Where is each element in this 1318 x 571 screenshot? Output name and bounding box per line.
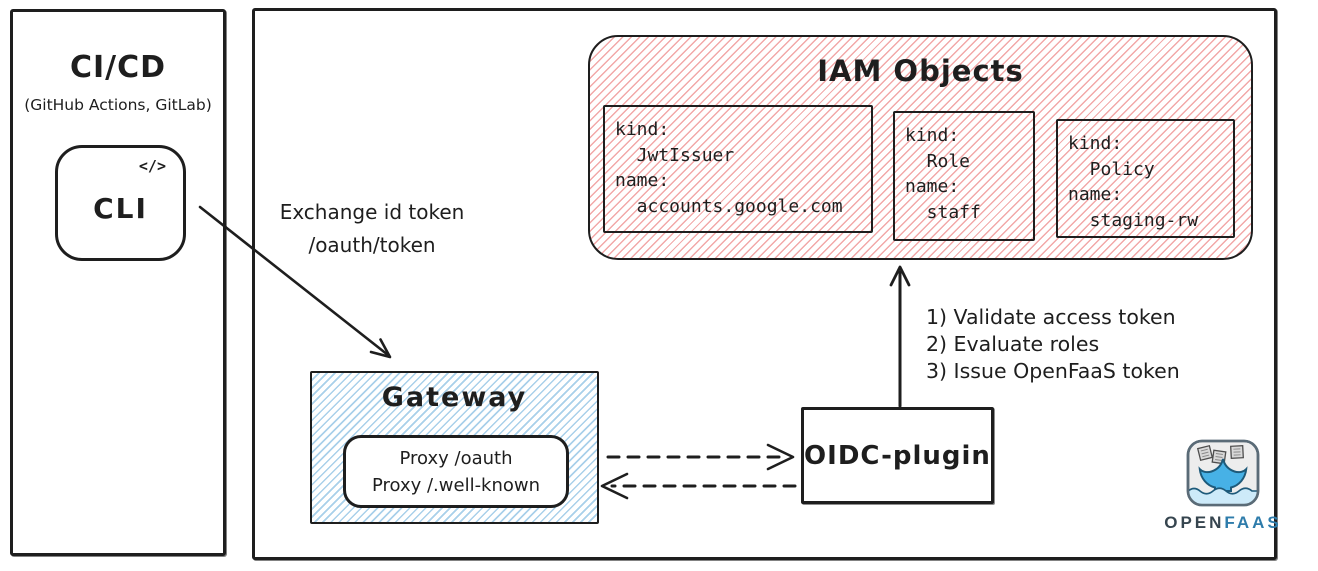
openfaas-wordmark: OPENFAAS (1164, 513, 1282, 533)
kind-value: Policy (1089, 158, 1155, 180)
wordmark-open: OPEN (1164, 513, 1225, 532)
wordmark-faas: FAAS (1224, 513, 1282, 532)
name-key: name: (1068, 184, 1123, 206)
iam-card-policy: kind: Policy name: staging-rw (1056, 119, 1235, 238)
kind-value: JwtIssuer (636, 144, 735, 166)
code-icon: </> (138, 157, 166, 175)
gateway-title: Gateway (381, 382, 528, 413)
kind-key: kind: (615, 119, 670, 140)
kind-value: Role (926, 150, 971, 172)
kind-key: kind: (1068, 133, 1123, 154)
cicd-panel: CI/CD (GitHub Actions, GitLab) </> CLI (10, 9, 226, 556)
openfaas-whale-icon (1186, 439, 1260, 507)
name-key: name: (905, 176, 960, 198)
iam-card-jwtissuer: kind: JwtIssuer name: accounts.google.co… (603, 105, 873, 233)
gateway-proxy-node: Proxy /oauth Proxy /.well-known (343, 435, 569, 508)
name-value: accounts.google.com (636, 195, 843, 217)
cicd-title: CI/CD (69, 50, 167, 85)
iam-objects-title: IAM Objects (817, 54, 1024, 88)
cicd-subtitle: (GitHub Actions, GitLab) (24, 96, 212, 114)
step-3: 3) Issue OpenFaaS token (926, 359, 1180, 383)
step-1: 1) Validate access token (926, 305, 1176, 329)
iam-objects-group: IAM Objects kind: JwtIssuer name: accoun… (588, 35, 1253, 260)
iam-card-role: kind: Role name: staff (893, 111, 1035, 241)
openfaas-brand: OPENFAAS (1164, 438, 1282, 533)
oidc-plugin-label: OIDC-plugin (804, 440, 991, 471)
name-value: staging-rw (1089, 209, 1199, 231)
step-2: 2) Evaluate roles (926, 332, 1100, 356)
name-value: staff (926, 201, 981, 223)
validation-steps: 1) Validate access token 2) Evaluate rol… (926, 304, 1180, 385)
cli-node: </> CLI (55, 145, 186, 261)
gateway-node: Gateway Proxy /oauth Proxy /.well-known (310, 371, 599, 524)
cli-label: CLI (93, 192, 148, 225)
oauth-token-path-label: /oauth/token (308, 233, 436, 257)
proxy-oauth-label: Proxy /oauth (399, 447, 513, 469)
exchange-token-label: Exchange id token (279, 200, 465, 224)
oidc-plugin-node: OIDC-plugin (801, 407, 994, 504)
name-key: name: (615, 170, 670, 192)
kind-key: kind: (905, 125, 960, 146)
proxy-wellknown-label: Proxy /.well-known (371, 474, 541, 496)
